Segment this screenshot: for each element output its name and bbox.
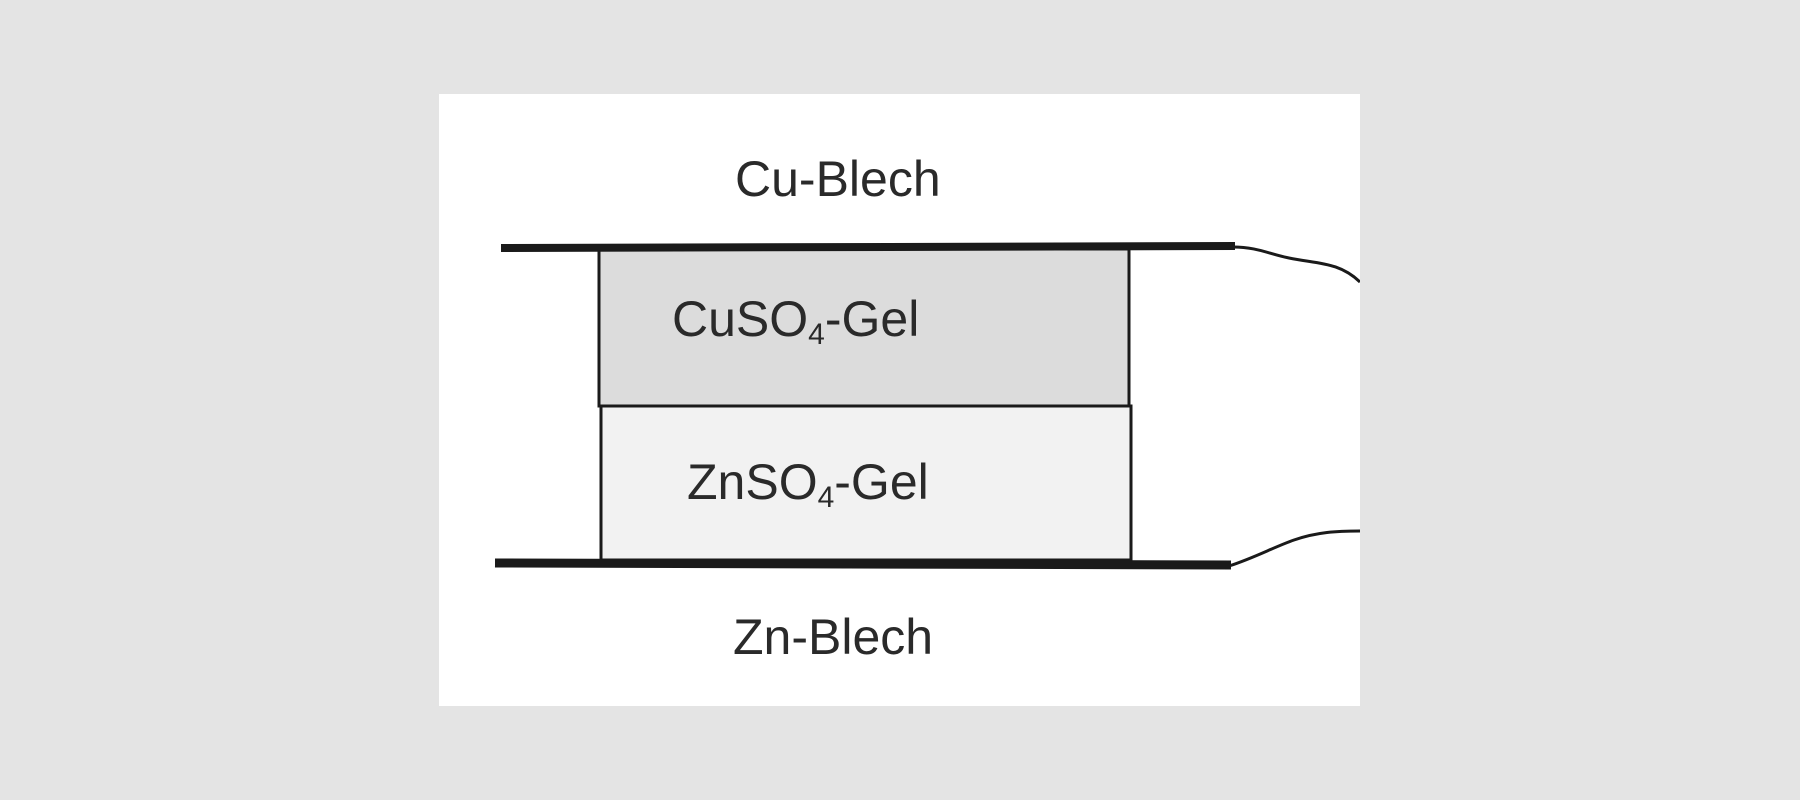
cuso4-formula-prefix: CuSO <box>672 291 809 347</box>
cu-plate <box>500 242 1236 252</box>
zn-wire <box>1228 529 1360 568</box>
cuso4-gel-block <box>597 247 1131 408</box>
znso4-gel-block <box>599 404 1133 562</box>
cuso4-gel-suffix: -Gel <box>824 291 920 347</box>
cu-wire <box>1232 245 1360 284</box>
galvanic-cell-figure: Cu-Blech CuSO4-Gel ZnSO4-Gel Zn-Blech <box>439 94 1360 706</box>
cuso4-gel-label: CuSO4-Gel <box>672 291 920 350</box>
zn-plate <box>494 558 1232 570</box>
cuso4-formula-subscript: 4 <box>808 318 825 351</box>
zn-plate-label: Zn-Blech <box>733 609 934 665</box>
cell-diagram-svg <box>494 242 1360 570</box>
znso4-gel-suffix: -Gel <box>834 454 929 510</box>
znso4-formula-subscript: 4 <box>817 481 835 514</box>
znso4-formula-prefix: ZnSO <box>687 454 818 510</box>
znso4-gel-label: ZnSO4-Gel <box>687 454 929 513</box>
cu-plate-label: Cu-Blech <box>735 151 941 207</box>
